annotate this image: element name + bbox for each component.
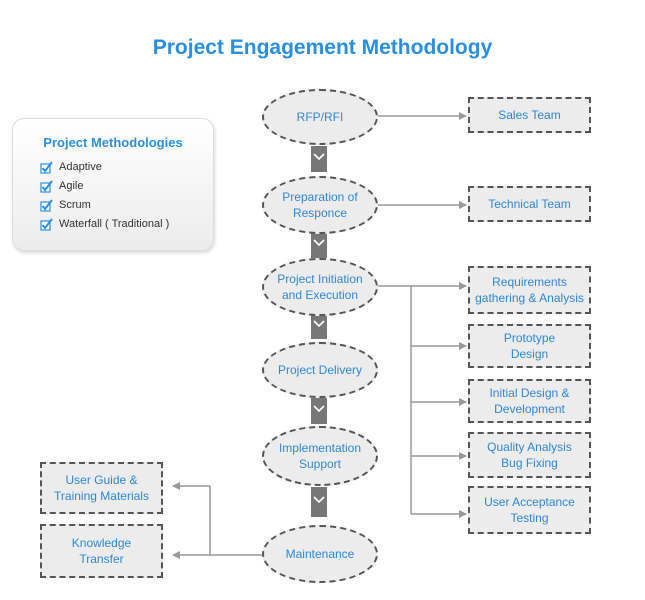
flow-node-preparation: Preparation of Responce — [262, 176, 378, 234]
flow-down-arrows — [311, 146, 327, 517]
legend-item-waterfall: Waterfall ( Traditional ) — [40, 216, 169, 232]
box-knowledge-transfer: Knowledge Transfer — [40, 524, 163, 578]
flow-node-maintenance: Maintenance — [262, 525, 378, 583]
legend-item-label: Waterfall ( Traditional ) — [59, 218, 170, 230]
flow-node-delivery: Project Delivery — [262, 342, 378, 398]
page-title: Project Engagement Methodology — [152, 36, 493, 59]
methodologies-legend: Project Methodologies Adaptive Agile Scr… — [12, 118, 214, 251]
checkbox-checked-icon — [40, 160, 53, 174]
box-user-acceptance: User Acceptance Testing — [468, 486, 591, 534]
checkbox-checked-icon — [40, 179, 53, 193]
box-quality-analysis: Quality Analysis Bug Fixing — [468, 432, 591, 478]
flow-node-rfp: RFP/RFI — [262, 89, 378, 145]
legend-item-scrum: Scrum — [40, 197, 91, 213]
legend-item-label: Adaptive — [59, 161, 102, 173]
legend-item-adaptive: Adaptive — [40, 159, 102, 175]
legend-item-label: Scrum — [59, 199, 91, 211]
checkbox-checked-icon — [40, 217, 53, 231]
checkbox-checked-icon — [40, 198, 53, 212]
box-sales-team: Sales Team — [468, 97, 591, 133]
box-technical-team: Technical Team — [468, 186, 591, 222]
legend-title: Project Methodologies — [43, 135, 183, 150]
box-requirements: Requirements gathering & Analysis — [468, 266, 591, 314]
legend-item-agile: Agile — [40, 178, 83, 194]
box-user-guide: User Guide & Training Materials — [40, 462, 163, 514]
box-prototype: Prototype Design — [468, 324, 591, 368]
flow-node-implementation: Implementation Support — [262, 426, 378, 486]
flow-node-initiation: Project Initiation and Execution — [262, 258, 378, 316]
box-initial-design: Initial Design & Development — [468, 379, 591, 423]
legend-item-label: Agile — [59, 180, 84, 192]
